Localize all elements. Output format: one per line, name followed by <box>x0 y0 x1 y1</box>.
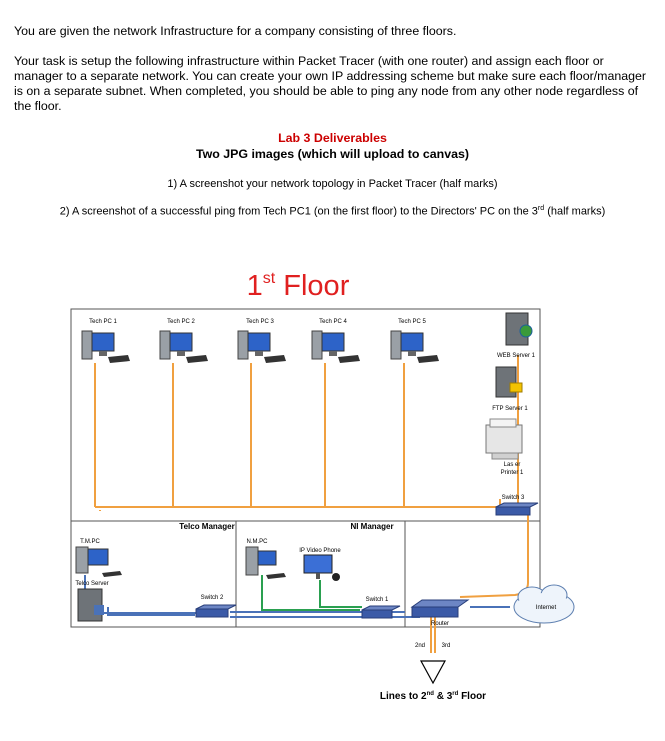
floor-title: 1st Floor <box>247 270 350 302</box>
telco-server[interactable] <box>77 588 104 622</box>
ip-video-phone-label: IP Video Phone <box>299 548 341 554</box>
tech-pc-3[interactable]: Tech PC 3 <box>237 319 286 363</box>
internet-cloud[interactable]: Internet <box>513 584 575 624</box>
ip-video-phone[interactable] <box>303 554 340 581</box>
telco-manager-label: Telco Manager <box>179 522 234 531</box>
folder-icon <box>509 382 523 393</box>
deliverables-title: Lab 3 Deliverables <box>278 131 387 145</box>
tm-pc-label: T.M.PC <box>80 539 100 545</box>
laser-printer[interactable]: Las er Printer 1 <box>485 418 524 476</box>
tech-pc-1-label: Tech PC 1 <box>89 319 117 325</box>
ftp-server-label: FTP Server 1 <box>492 406 528 412</box>
ftp-server[interactable]: FTP Server 1 <box>492 366 528 412</box>
deliverables-subtitle: Two JPG images (which will upload to can… <box>195 147 470 161</box>
ni-manager-label: NI Manager <box>350 522 393 531</box>
floor-frame <box>70 308 541 628</box>
web-server[interactable]: WEB Server 1 <box>497 312 536 359</box>
router[interactable]: Router <box>410 599 470 627</box>
deliverable-item-2: 2) A screenshot of a successful ping fro… <box>59 205 606 218</box>
lines-to-floors-label: Lines to 2nd & 3rd Floor <box>380 691 486 702</box>
globe-icon <box>519 324 533 338</box>
line-3rd-label: 3rd <box>442 643 451 649</box>
task-text: Your task is setup the following infrast… <box>14 54 647 113</box>
tm-pc[interactable] <box>75 546 122 577</box>
laser-printer-label-1: Las er <box>504 462 521 468</box>
phone-icon <box>332 573 340 581</box>
network-diagram: 1st Floor Tech PC 1 <box>70 270 575 702</box>
tech-pc-4-label: Tech PC 4 <box>319 319 347 325</box>
tech-pc-2-label: Tech PC 2 <box>167 319 195 325</box>
nm-pc[interactable] <box>245 546 286 579</box>
tech-pc-4[interactable]: Tech PC 4 <box>311 319 360 363</box>
switch-2[interactable]: Switch 2 <box>195 595 237 618</box>
web-server-label: WEB Server 1 <box>497 353 536 359</box>
switch-1[interactable]: Switch 1 <box>361 597 401 619</box>
line-2nd-label: 2nd <box>415 643 425 649</box>
tech-pc-1[interactable]: Tech PC 1 <box>81 319 130 363</box>
nm-pc-label: N.M.PC <box>247 539 269 545</box>
tech-pc-2[interactable]: Tech PC 2 <box>159 319 208 363</box>
tech-pc-5[interactable]: Tech PC 5 <box>390 319 439 363</box>
laser-printer-label-2: Printer 1 <box>501 470 524 476</box>
router-label: Router <box>431 621 449 627</box>
tech-pc-5-label: Tech PC 5 <box>398 319 426 325</box>
switch-1-label: Switch 1 <box>366 597 389 603</box>
deliverable-item-1: 1) A screenshot your network topology in… <box>167 178 498 190</box>
switch-3[interactable]: Switch 3 <box>495 495 539 516</box>
internet-label: Internet <box>536 605 557 611</box>
intro-text: You are given the network Infrastructure… <box>14 24 457 38</box>
switch-2-label: Switch 2 <box>201 595 224 601</box>
down-arrow-icon <box>419 660 447 685</box>
telco-server-label: Telco Server <box>75 581 108 587</box>
switch-3-label: Switch 3 <box>502 495 525 501</box>
tech-pc-3-label: Tech PC 3 <box>246 319 274 325</box>
